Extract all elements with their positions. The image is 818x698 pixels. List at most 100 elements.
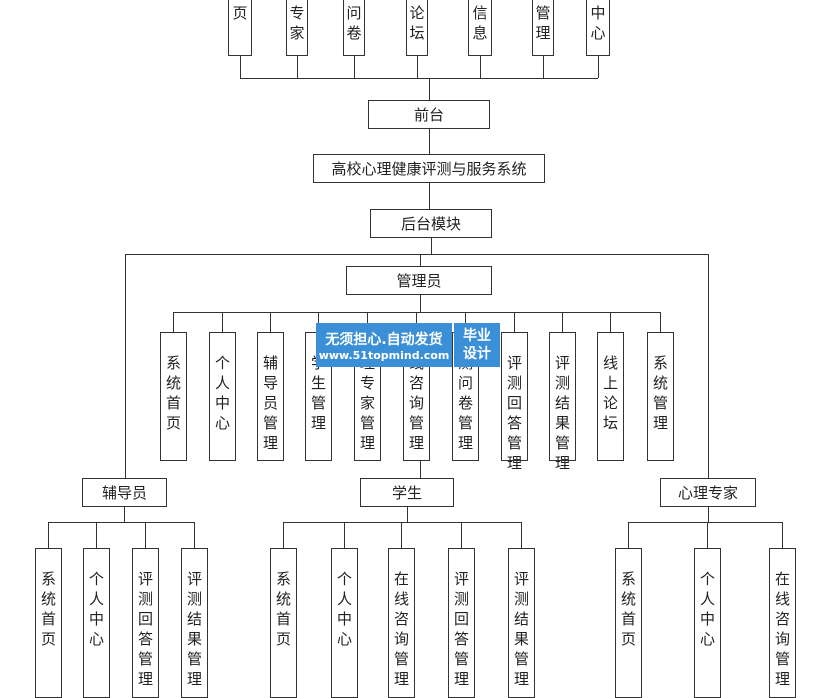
- admin-node: 管理员: [346, 266, 492, 295]
- role-0-module-0-label: 系统首页: [40, 570, 56, 648]
- admin-child-drop-line: [318, 312, 319, 332]
- top-drop-line: [354, 56, 355, 78]
- watermark-slogan: 无须担心.自动发货: [325, 331, 443, 348]
- watermark-text: 无须担心.自动发货 www.51topmind.com: [316, 323, 452, 367]
- role-0-module-3: 评测结果管理: [181, 548, 208, 698]
- top-drop-line: [240, 56, 241, 78]
- role-child-drop-line: [401, 522, 402, 548]
- role-node-2: 心理专家: [660, 478, 756, 507]
- admin-child-drop-line: [416, 312, 417, 332]
- top-drop-line: [480, 56, 481, 78]
- admin-module-0-label: 系统首页: [165, 354, 181, 432]
- watermark-banner: 无须担心.自动发货 www.51topmind.com 毕业设计: [316, 323, 500, 367]
- role-1-module-1-label: 个人中心: [336, 570, 352, 648]
- role-drop-line: [708, 507, 709, 522]
- admin-child-drop-line: [660, 312, 661, 332]
- role-child-drop-line: [628, 522, 629, 548]
- role-drop-line: [407, 507, 408, 522]
- top-drop-line: [543, 56, 544, 78]
- role-2-module-1: 个人中心: [694, 548, 721, 698]
- admin-module-9-label: 线上论坛: [602, 354, 618, 432]
- top-module-0-label: 页: [232, 4, 248, 22]
- backend-node-label: 后台模块: [400, 215, 461, 233]
- role-bus-line: [283, 522, 522, 523]
- right-frame-line: [708, 254, 709, 478]
- admin-module-2: 辅导员管理: [257, 332, 284, 461]
- front-node: 前台: [368, 100, 490, 129]
- backend-to-bus-line: [431, 238, 432, 254]
- role-2-module-1-label: 个人中心: [699, 570, 715, 648]
- role-1-module-0-label: 系统首页: [275, 570, 291, 648]
- role-child-drop-line: [707, 522, 708, 548]
- top-module-6: 中心: [586, 0, 610, 56]
- role-bus-line: [628, 522, 782, 523]
- role-child-drop-line: [344, 522, 345, 548]
- top-module-4-label: 信息: [472, 4, 488, 42]
- role-0-module-1-label: 个人中心: [88, 570, 104, 648]
- role-node-0-label: 辅导员: [101, 484, 147, 502]
- admin-child-drop-line: [367, 312, 368, 332]
- role-child-drop-line: [96, 522, 97, 548]
- top-module-1: 专家: [286, 0, 308, 56]
- admin-module-0: 系统首页: [160, 332, 187, 461]
- top-module-4: 信息: [468, 0, 492, 56]
- role-2-module-2-label: 在线咨询管理: [774, 570, 790, 688]
- admin-node-label: 管理员: [396, 272, 442, 290]
- role-0-module-3-label: 评测结果管理: [186, 570, 202, 688]
- front-node-label: 前台: [413, 106, 444, 124]
- top-drop-line: [598, 56, 599, 78]
- admin-module-3-label: 学生管理: [310, 354, 326, 432]
- admin-child-drop-line: [610, 312, 611, 332]
- admin-module-8: 评测结果管理: [549, 332, 576, 472]
- top-module-1-label: 专家: [289, 4, 305, 42]
- role-child-drop-line: [48, 522, 49, 548]
- role-child-drop-line: [194, 522, 195, 548]
- admin-module-10-label: 系统管理: [652, 354, 668, 432]
- admin-child-drop-line: [562, 312, 563, 332]
- role-child-drop-line: [782, 522, 783, 548]
- front-to-system-line: [429, 129, 430, 154]
- role-1-module-2: 在线咨询管理: [388, 548, 415, 698]
- admin-to-roles-line: [420, 461, 421, 478]
- admin-module-10: 系统管理: [647, 332, 674, 461]
- top-bus-line: [240, 78, 598, 79]
- admin-child-drop-line: [270, 312, 271, 332]
- admin-module-7: 评测回答管理: [501, 332, 528, 472]
- left-frame-line: [125, 254, 126, 478]
- role-child-drop-line: [521, 522, 522, 548]
- top-module-6-label: 中心: [590, 4, 606, 42]
- role-drop-line: [124, 507, 125, 522]
- backend-bus-line: [125, 254, 709, 255]
- role-node-1: 学生: [360, 478, 454, 507]
- role-0-module-2: 评测回答管理: [132, 548, 159, 698]
- role-2-module-2: 在线咨询管理: [769, 548, 796, 698]
- role-1-module-4-label: 评测结果管理: [513, 570, 529, 688]
- watermark-badge: 毕业设计: [454, 323, 500, 367]
- top-drop-line: [297, 56, 298, 78]
- admin-child-drop-line: [222, 312, 223, 332]
- top-module-3: 论坛: [406, 0, 428, 56]
- admin-child-drop-line: [514, 312, 515, 332]
- admin-child-drop-line: [173, 312, 174, 332]
- role-1-module-2-label: 在线咨询管理: [393, 570, 409, 688]
- system-to-backend-line: [429, 183, 430, 209]
- top-module-5-label: 管理: [535, 4, 551, 42]
- role-2-module-0-label: 系统首页: [620, 570, 636, 648]
- admin-module-8-label: 评测结果管理: [554, 354, 570, 472]
- top-module-2: 问卷: [343, 0, 365, 56]
- role-1-module-4: 评测结果管理: [508, 548, 535, 698]
- system-node-label: 高校心理健康评测与服务系统: [331, 160, 527, 178]
- admin-drop-line: [420, 295, 421, 312]
- role-1-module-3-label: 评测回答管理: [453, 570, 469, 688]
- watermark-badge-text: 毕业设计: [463, 328, 491, 362]
- role-child-drop-line: [283, 522, 284, 548]
- role-child-drop-line: [461, 522, 462, 548]
- top-module-5: 管理: [532, 0, 554, 56]
- role-1-module-1: 个人中心: [331, 548, 358, 698]
- top-module-3-label: 论坛: [409, 4, 425, 42]
- admin-module-7-label: 评测回答管理: [506, 354, 522, 472]
- role-2-module-0: 系统首页: [615, 548, 642, 698]
- role-node-2-label: 心理专家: [677, 484, 738, 502]
